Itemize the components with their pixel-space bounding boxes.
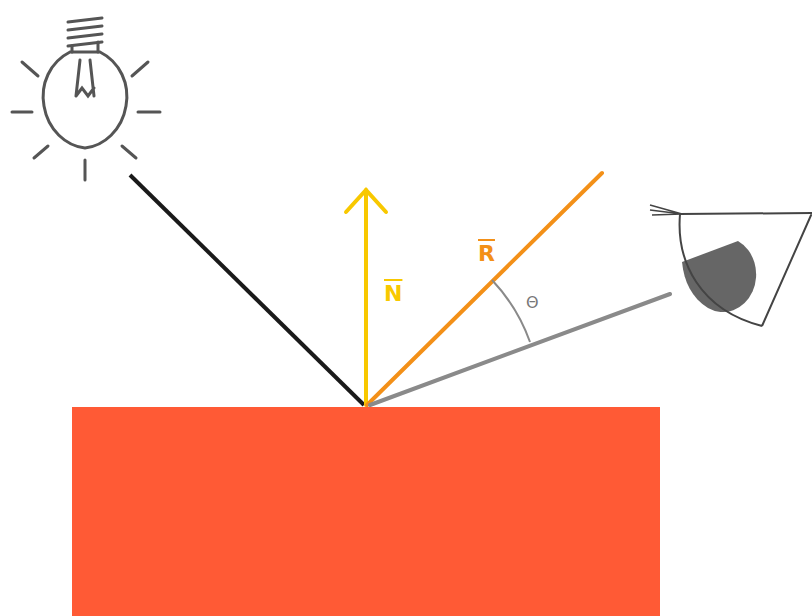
view-ray	[370, 294, 670, 405]
reflection-ray	[367, 173, 602, 405]
light-bulb	[12, 18, 160, 180]
vector-label: N	[384, 281, 402, 305]
surface-block	[72, 407, 660, 616]
light-ray	[130, 175, 364, 405]
angle-label: Θ	[526, 295, 539, 311]
angle-arc	[492, 280, 530, 342]
vector-label: R	[478, 241, 495, 265]
eye	[650, 205, 812, 326]
normal-arrow	[346, 190, 386, 405]
